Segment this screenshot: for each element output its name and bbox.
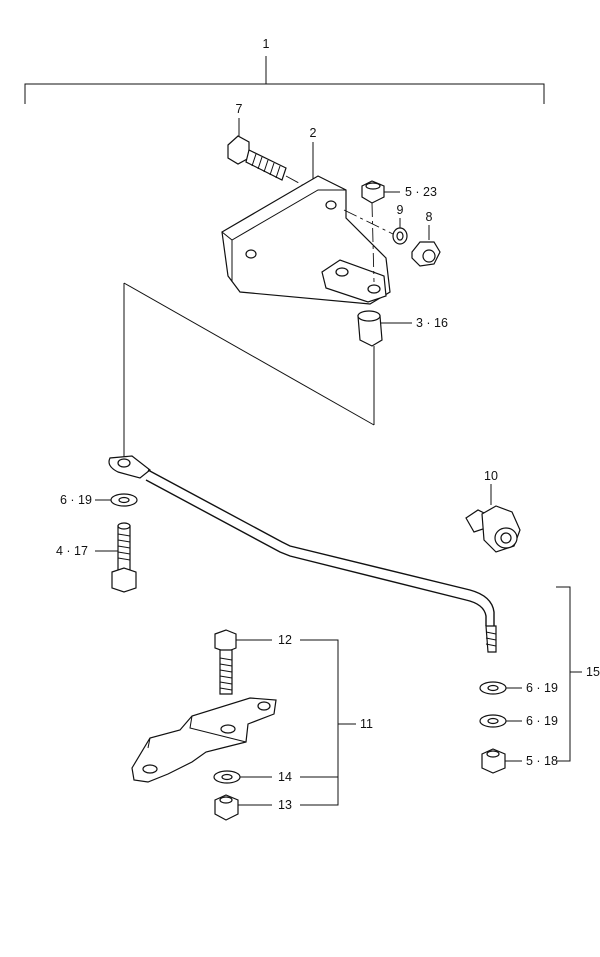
plate-part-11	[131, 697, 277, 783]
bolt-part-4-17	[95, 522, 137, 593]
callout-13: 13	[278, 798, 292, 812]
callout-14: 14	[278, 770, 292, 784]
assembly-bracket-1	[24, 56, 545, 104]
nut-part-8	[411, 225, 441, 267]
washer-part-6-19-right-2	[479, 714, 522, 728]
callout-5-18: 5 · 18	[526, 754, 558, 768]
group-bracket-11	[300, 639, 356, 806]
callout-6-19-left: 6 · 19	[60, 493, 92, 507]
callout-10: 10	[484, 469, 498, 483]
group-bracket-15	[556, 586, 582, 762]
exploded-guide-lines	[123, 282, 375, 458]
rod-part-15	[108, 455, 497, 653]
callout-12: 12	[278, 633, 292, 647]
nut-part-13	[214, 794, 272, 821]
callout-3-16: 3 · 16	[416, 316, 448, 330]
fitting-part-10	[465, 484, 521, 553]
callout-11: 11	[360, 717, 373, 731]
nut-part-5-23	[361, 180, 400, 283]
callout-1: 1	[263, 37, 270, 51]
callout-9: 9	[397, 203, 404, 217]
washer-part-9	[343, 209, 408, 245]
callout-6-19-right-1: 6 · 19	[526, 681, 558, 695]
washer-part-6-19-left	[95, 493, 138, 507]
callout-8: 8	[426, 210, 433, 224]
bolt-part-7	[227, 118, 331, 201]
callout-7: 7	[236, 102, 243, 116]
callout-5-23: 5 · 23	[405, 185, 437, 199]
nut-part-5-18	[481, 748, 522, 774]
washer-part-14	[213, 770, 272, 784]
washer-part-6-19-right-1	[479, 681, 522, 695]
bolt-part-12	[214, 629, 272, 695]
callout-6-19-right-2: 6 · 19	[526, 714, 558, 728]
bracket-part-2	[221, 142, 391, 305]
callout-2: 2	[310, 126, 317, 140]
callout-15: 15	[586, 665, 600, 679]
callout-4-17: 4 · 17	[56, 544, 88, 558]
bushing-part-3-16	[357, 310, 412, 425]
